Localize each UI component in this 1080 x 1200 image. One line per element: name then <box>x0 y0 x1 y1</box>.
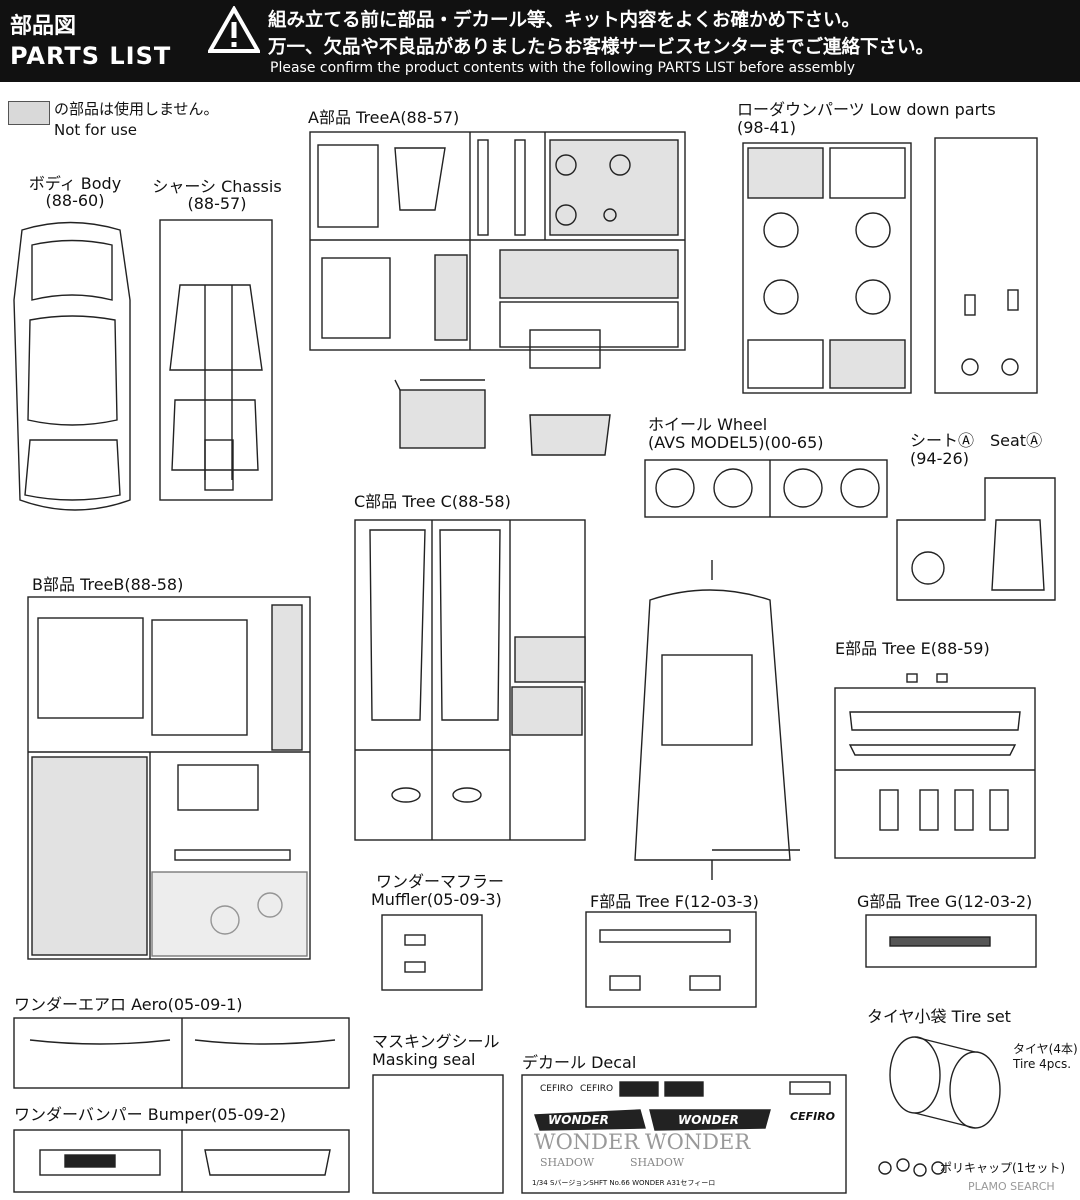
bumper-sprue <box>13 1129 350 1193</box>
tree-c-sprue <box>354 519 586 841</box>
tree-g-title: G部品 Tree G(12-03-2) <box>857 892 1033 911</box>
decal-shadow-1: SHADOW <box>540 1156 595 1169</box>
tire-set <box>878 1036 1001 1177</box>
legend-text-jp: の部品は使用しません。 <box>54 100 219 118</box>
decal-wonder-small-1: WONDER <box>548 1113 609 1127</box>
tree-b-sprue <box>27 596 311 960</box>
warning-icon <box>206 4 262 58</box>
aero-sprue <box>13 1017 350 1089</box>
bumper-title: ワンダーバンパー Bumper(05-09-2) <box>14 1105 286 1124</box>
decal-footer: 1/34 SバージョンSHFT No.66 WONDER A31セフィーロ <box>532 1179 716 1187</box>
body-part <box>13 221 131 511</box>
notice-en: Please confirm the product contents with… <box>270 60 855 76</box>
seat-title: シートⒶ SeatⒶ <box>910 431 1043 450</box>
decal-cefiro-text: CEFIRO <box>540 1084 574 1094</box>
body-shell-part <box>634 560 800 880</box>
wheel-title: ホイール Wheel <box>648 415 768 434</box>
seat-sprue <box>896 477 1056 601</box>
masking-seal-sheet <box>372 1074 504 1194</box>
decal-cefiro-logo: CEFIRO <box>790 1110 836 1123</box>
body-code: (88-60) <box>45 191 105 210</box>
masking-title: マスキングシール <box>372 1032 500 1051</box>
lowdown-title: ローダウンパーツ Low down parts <box>737 100 996 119</box>
lowdown-code: (98-41) <box>737 118 796 137</box>
decal-wonder-large-2: WONDER <box>645 1130 751 1154</box>
masking-code: Masking seal <box>372 1050 476 1069</box>
notice-jp-1: 組み立てる前に部品・デカール等、キット内容をよくお確かめ下さい。 <box>268 10 861 31</box>
decal-shadow-2: SHADOW <box>630 1156 685 1169</box>
chassis-title: シャーシ Chassis <box>152 177 282 196</box>
body-title: ボディ Body <box>28 174 122 193</box>
chassis-part <box>159 219 273 501</box>
not-for-use-swatch <box>8 101 50 125</box>
tree-f-sprue <box>585 911 757 1008</box>
muffler-code: Muffler(05-09-3) <box>371 890 502 909</box>
tire-count-label: タイヤ(4本) <box>1013 1042 1078 1056</box>
muffler-sprue <box>381 914 483 991</box>
polycap-label: ポリキャップ(1セット) <box>940 1161 1065 1175</box>
tree-f-title: F部品 Tree F(12-03-3) <box>590 892 759 911</box>
tree-c-title: C部品 Tree C(88-58) <box>354 492 511 511</box>
tree-e-title: E部品 Tree E(88-59) <box>835 639 990 658</box>
chassis-code: (88-57) <box>187 194 247 213</box>
decal-sheet <box>521 1074 847 1194</box>
wheel-code: (AVS MODEL5)(00-65) <box>648 433 824 452</box>
aero-title: ワンダーエアロ Aero(05-09-1) <box>14 995 243 1014</box>
decal-title: デカール Decal <box>522 1053 637 1072</box>
tree-a-title: A部品 TreeA(88-57) <box>308 108 460 127</box>
tire-count-label-en: Tire 4pcs. <box>1013 1057 1072 1071</box>
wheel-sprue <box>644 459 888 518</box>
seat-code: (94-26) <box>910 449 969 468</box>
decal-wonder-large-1: WONDER <box>534 1130 640 1154</box>
watermark-logo: PLAMO SEARCH <box>968 1180 1055 1193</box>
decal-wonder-small-2: WONDER <box>678 1113 739 1127</box>
header-bar <box>0 0 1080 82</box>
tree-e-sprue <box>834 673 1036 859</box>
tire-title: タイヤ小袋 Tire set <box>867 1007 1011 1026</box>
tree-g-sprue <box>865 914 1037 968</box>
tree-b-title: B部品 TreeB(88-58) <box>32 575 184 594</box>
notice-jp-2: 万一、欠品や不良品がありましたらお客様サービスセンターまでご連絡下さい。 <box>268 37 935 58</box>
page-title-en: PARTS LIST <box>10 42 172 70</box>
tree-a-sprue <box>309 131 686 456</box>
decal-cefiro-text-2: CEFIRO <box>580 1084 614 1094</box>
page-title-jp: 部品図 <box>10 14 77 39</box>
muffler-title: ワンダーマフラー <box>376 872 505 891</box>
lowdown-sprue <box>742 137 1038 394</box>
legend-text-en: Not for use <box>54 121 137 139</box>
